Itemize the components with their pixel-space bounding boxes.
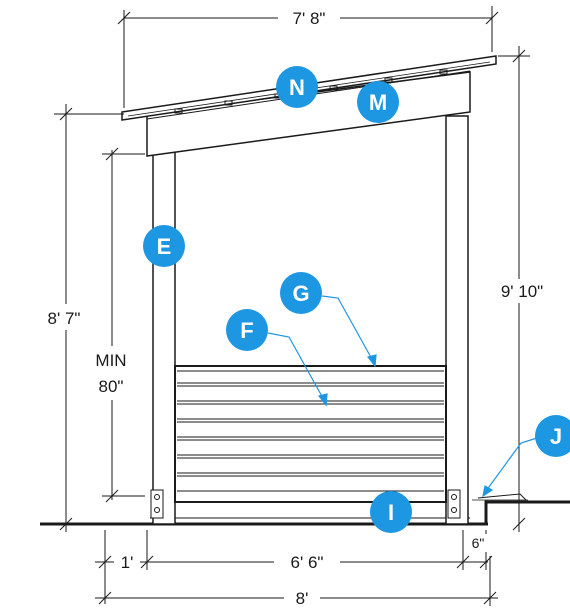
leader-g	[321, 295, 374, 362]
callout-m: M	[357, 81, 399, 123]
left-post-base	[150, 489, 164, 519]
siding-panel	[174, 365, 447, 503]
svg-text:G: G	[292, 281, 309, 306]
dimension-labels: 7' 8" 8' 7" MIN 80" 9' 10" 1' 6' 6" 6" 8…	[36, 7, 556, 609]
siding-boards	[177, 370, 444, 492]
svg-text:N: N	[289, 75, 305, 100]
callout-g: G	[280, 272, 322, 314]
left-height-label: 8' 7"	[48, 309, 81, 328]
callout-n: N	[276, 66, 318, 108]
callout-e: E	[143, 225, 185, 267]
right-post	[445, 115, 469, 525]
svg-text:J: J	[550, 424, 562, 449]
callout-j: J	[535, 415, 570, 457]
min-label: MIN	[95, 351, 126, 370]
bottom-right-offset-label: 6"	[472, 535, 485, 551]
step-flashing	[477, 493, 527, 501]
bottom-total-label: 8'	[296, 589, 309, 608]
svg-text:F: F	[240, 318, 253, 343]
bottom-left-offset-label: 1'	[121, 553, 134, 572]
svg-text:E: E	[157, 234, 172, 259]
leader-f	[267, 332, 325, 401]
svg-text:I: I	[388, 500, 394, 525]
min-value-label: 80"	[99, 377, 124, 396]
bottom-inner-span-label: 6' 6"	[291, 553, 324, 572]
top-width-label: 7' 8"	[293, 9, 326, 28]
left-post	[152, 149, 176, 525]
callout-f: F	[226, 309, 268, 351]
callout-i: I	[370, 491, 412, 533]
callouts: N M E G F J I	[143, 66, 570, 533]
ground-step	[484, 500, 570, 524]
svg-text:M: M	[369, 90, 387, 115]
leader-j	[485, 437, 538, 492]
right-height-label: 9' 10"	[501, 282, 543, 301]
right-post-base	[447, 489, 461, 519]
callout-leaders	[267, 295, 538, 498]
